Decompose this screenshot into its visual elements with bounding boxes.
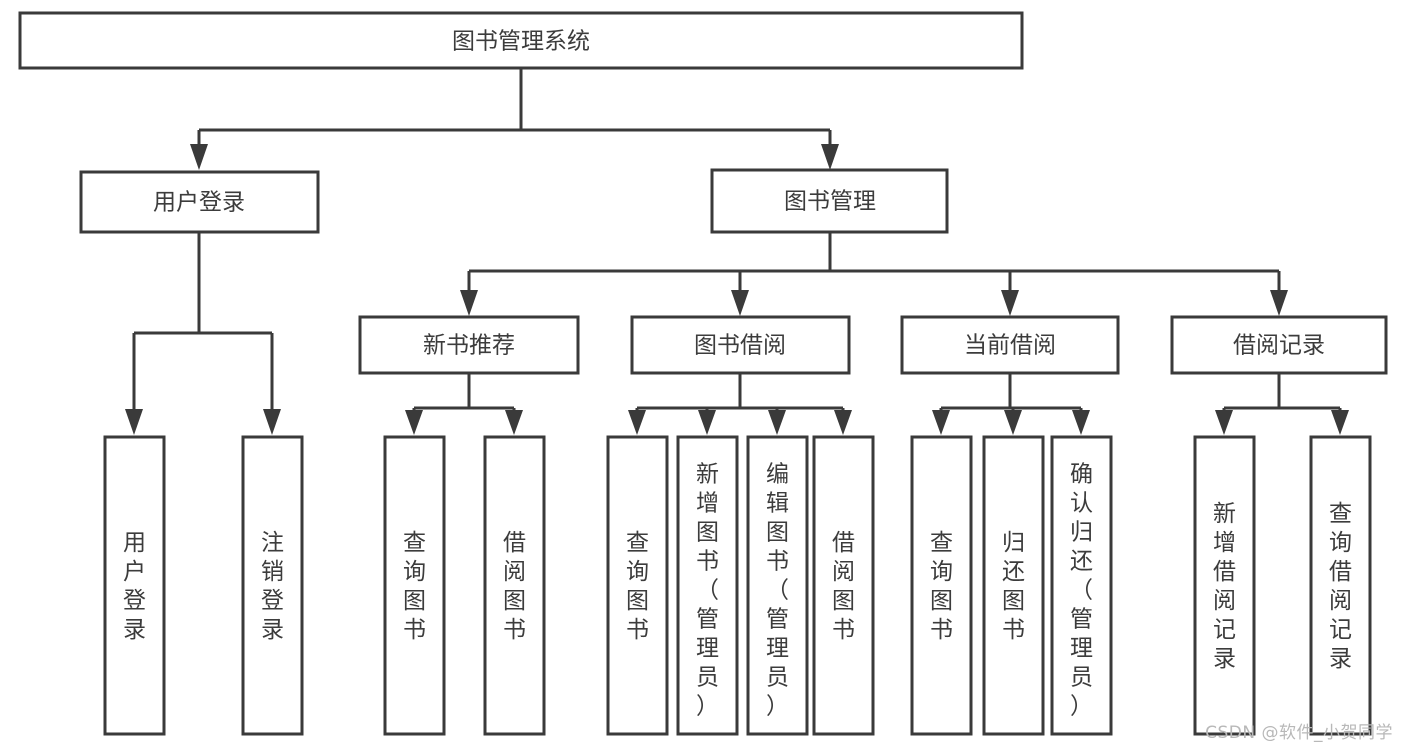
node-borrow-record[interactable]: 借阅记录 (1170, 315, 1388, 375)
leaf-node-box-leaf-user-login[interactable] (103, 435, 166, 736)
node-current-borrow[interactable]: 当前借阅 (900, 315, 1120, 375)
node-new-book-recommend-box[interactable] (358, 315, 580, 375)
leaf-node-leaf-add-book[interactable]: 新增图书（管理员） (676, 435, 739, 736)
leaf-node-leaf-query-book-current[interactable]: 查询图书 (910, 435, 973, 736)
arrow-head-leaf-query-borrow-record (1331, 410, 1349, 435)
arrow-head-leaf-edit-book (768, 410, 786, 435)
leaf-node-box-leaf-borrow-book[interactable] (812, 435, 875, 736)
arrow-head-leaf-return-book (1004, 410, 1022, 435)
node-root-box[interactable] (18, 11, 1024, 70)
node-borrow-record-label: 借阅记录 (1233, 333, 1325, 359)
node-borrow-record-box[interactable] (1170, 315, 1388, 375)
node-user-login[interactable]: 用户登录 (79, 170, 320, 234)
leaf-node-leaf-query-book-recommend[interactable]: 查询图书 (383, 435, 446, 736)
arrow-head-leaf-query-book-current (932, 410, 950, 435)
arrow-head-new-book-recommend (460, 290, 478, 316)
leaf-node-box-leaf-query-book-borrow[interactable] (606, 435, 669, 736)
leaf-node-label-leaf-add-book: 新增图书（管理员） (696, 462, 719, 720)
node-book-management[interactable]: 图书管理 (710, 168, 949, 234)
arrow-head-current-borrow (1001, 290, 1019, 316)
arrow-head-borrow-record (1270, 290, 1288, 316)
connector-layer (125, 68, 1349, 435)
arrow-head-leaf-confirm-return (1072, 410, 1090, 435)
leaf-node-leaf-query-borrow-record[interactable]: 查询借阅记录 (1309, 435, 1372, 736)
leaf-node-box-leaf-borrow-book-recommend[interactable] (483, 435, 546, 736)
watermark-text: CSDN @软件_小贺同学 (1205, 723, 1393, 743)
leaf-node-label-leaf-add-borrow-record: 新增借阅记录 (1213, 501, 1236, 672)
leaf-node-leaf-borrow-book[interactable]: 借阅图书 (812, 435, 875, 736)
leaf-node-leaf-user-login[interactable]: 用户登录 (103, 435, 166, 736)
arrow-head-leaf-logout (263, 409, 281, 435)
leaf-node-leaf-confirm-return[interactable]: 确认归还（管理员） (1050, 435, 1113, 736)
leaf-node-label-leaf-confirm-return: 确认归还（管理员） (1070, 462, 1093, 720)
leaf-node-box-leaf-add-borrow-record[interactable] (1193, 435, 1256, 736)
node-root[interactable]: 图书管理系统 (18, 11, 1024, 70)
leaf-node-label-leaf-edit-book: 编辑图书（管理员） (766, 462, 789, 720)
leaf-node-label-leaf-logout: 注销登录 (261, 530, 284, 643)
arrow-head-book-borrow (731, 290, 749, 316)
arrow-head-user-login (190, 144, 208, 170)
leaf-node-label-leaf-query-book-borrow: 查询图书 (626, 530, 649, 643)
node-book-borrow[interactable]: 图书借阅 (630, 315, 851, 375)
node-user-login-label: 用户登录 (153, 190, 245, 216)
leaf-node-box-leaf-query-book-current[interactable] (910, 435, 973, 736)
leaf-node-box-leaf-query-borrow-record[interactable] (1309, 435, 1372, 736)
leaf-node-leaf-borrow-book-recommend[interactable]: 借阅图书 (483, 435, 546, 736)
arrow-head-leaf-add-borrow-record (1215, 410, 1233, 435)
arrow-head-leaf-user-login (125, 409, 143, 435)
arrow-head-leaf-query-book-recommend (405, 410, 423, 435)
leaf-node-label-leaf-query-borrow-record: 查询借阅记录 (1329, 501, 1352, 672)
node-user-login-box[interactable] (79, 170, 320, 234)
arrow-head-book-management (821, 144, 839, 170)
arrow-head-leaf-add-book (698, 410, 716, 435)
node-book-borrow-box[interactable] (630, 315, 851, 375)
leaf-node-box-leaf-confirm-return[interactable] (1050, 435, 1113, 736)
leaf-node-label-leaf-borrow-book: 借阅图书 (832, 530, 855, 643)
arrow-head-leaf-borrow-book (834, 410, 852, 435)
leaf-node-layer: 用户登录 注销登录 查询图书 借阅图书 查询图书 新增图书（管理员） 编辑图书（管理员） 借阅… (103, 435, 1372, 736)
node-current-borrow-label: 当前借阅 (964, 333, 1056, 359)
leaf-node-leaf-logout[interactable]: 注销登录 (241, 435, 304, 736)
leaf-node-leaf-edit-book[interactable]: 编辑图书（管理员） (746, 435, 809, 736)
leaf-node-leaf-add-borrow-record[interactable]: 新增借阅记录 (1193, 435, 1256, 736)
node-root-label: 图书管理系统 (452, 29, 590, 55)
leaf-node-box-leaf-query-book-recommend[interactable] (383, 435, 446, 736)
node-new-book-recommend-label: 新书推荐 (423, 333, 515, 359)
leaf-node-box-leaf-return-book[interactable] (982, 435, 1045, 736)
leaf-node-label-leaf-user-login: 用户登录 (123, 530, 146, 643)
leaf-node-label-leaf-query-book-current: 查询图书 (930, 530, 953, 643)
node-book-borrow-label: 图书借阅 (694, 333, 786, 359)
node-book-management-label: 图书管理 (784, 189, 876, 215)
leaf-node-box-leaf-edit-book[interactable] (746, 435, 809, 736)
arrow-head-leaf-borrow-book-recommend (505, 410, 523, 435)
leaf-node-box-leaf-logout[interactable] (241, 435, 304, 736)
node-new-book-recommend[interactable]: 新书推荐 (358, 315, 580, 375)
node-book-management-box[interactable] (710, 168, 949, 234)
leaf-node-leaf-return-book[interactable]: 归还图书 (982, 435, 1045, 736)
node-current-borrow-box[interactable] (900, 315, 1120, 375)
arrow-head-leaf-query-book-borrow (628, 410, 646, 435)
leaf-node-leaf-query-book-borrow[interactable]: 查询图书 (606, 435, 669, 736)
leaf-node-box-leaf-add-book[interactable] (676, 435, 739, 736)
leaf-node-label-leaf-return-book: 归还图书 (1002, 530, 1025, 643)
leaf-node-label-leaf-borrow-book-recommend: 借阅图书 (503, 530, 526, 643)
leaf-node-label-leaf-query-book-recommend: 查询图书 (403, 530, 426, 643)
